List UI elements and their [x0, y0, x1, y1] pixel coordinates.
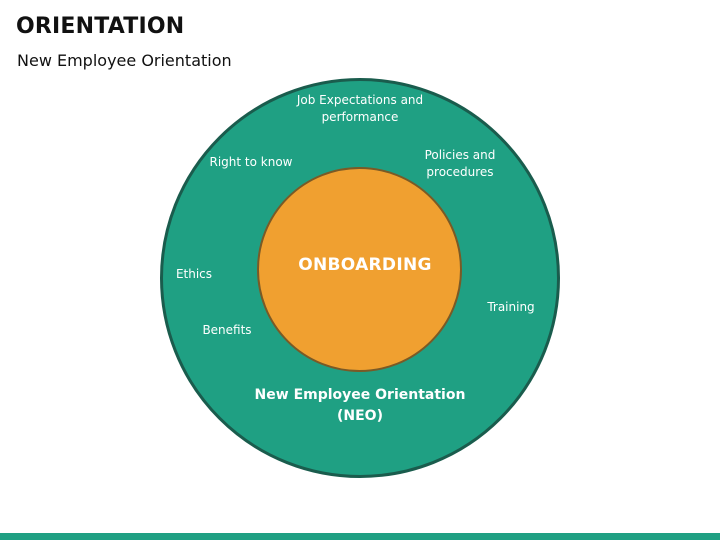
label-job-expectations: Job Expectations and performance — [296, 93, 424, 124]
inner-circle-onboarding — [257, 167, 462, 372]
label-training: Training — [487, 300, 535, 314]
label-ethics: Ethics — [175, 267, 213, 281]
center-label-onboarding: ONBOARDING — [298, 255, 432, 275]
slide-title: ORIENTATION — [16, 14, 185, 39]
outer-label-neo: New Employee Orientation (NEO) — [254, 387, 466, 424]
slide-subtitle: New Employee Orientation — [17, 51, 232, 70]
bottom-accent-bar — [0, 533, 720, 540]
label-right-to-know: Right to know — [209, 155, 293, 169]
label-policies: Policies and procedures — [424, 148, 496, 179]
label-benefits: Benefits — [202, 323, 252, 337]
